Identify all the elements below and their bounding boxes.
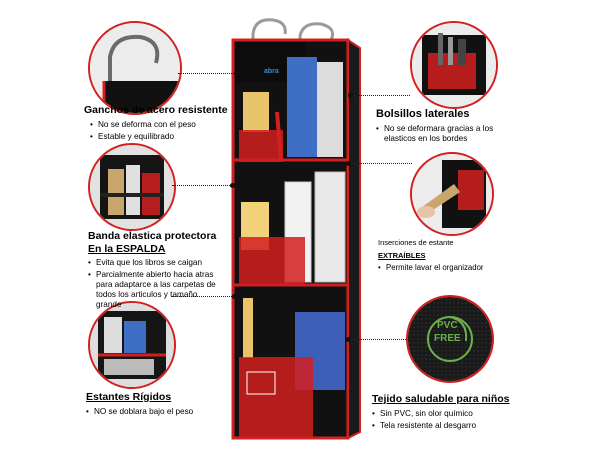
hooks-connector bbox=[178, 73, 236, 74]
pockets-bullets: No se deformara gracias a los elasticos … bbox=[376, 124, 496, 146]
shelves-connector-end bbox=[232, 294, 237, 299]
band-title-line2: En la ESPALDA bbox=[88, 243, 166, 255]
organizer-illustration bbox=[231, 18, 361, 440]
band-bullets: Evita que los libros se caigan Parcialme… bbox=[88, 258, 220, 312]
fabric-title: Tejido saludable para niños bbox=[372, 393, 510, 405]
inserts-line2: EXTRAÍBLES bbox=[378, 251, 426, 260]
band-connector bbox=[172, 185, 232, 186]
pockets-bullet: No se deformara gracias a los elasticos … bbox=[376, 124, 496, 144]
inserts-connector-end bbox=[346, 161, 351, 166]
pockets-connector-end bbox=[348, 93, 353, 98]
brand-logo: abra bbox=[264, 68, 279, 75]
shelves-title: Estantes Rígidos bbox=[86, 391, 172, 403]
pvc-badge-line2: FREE bbox=[434, 333, 461, 344]
fabric-bullets: Sin PVC, sin olor químico Tela resistent… bbox=[372, 409, 522, 433]
hooks-bullet: Estable y equilibrado bbox=[90, 132, 230, 142]
inserts-connector bbox=[348, 163, 412, 164]
shelves-bullet: NO se doblara bajo el peso bbox=[86, 407, 226, 417]
fabric-connector-end bbox=[346, 337, 351, 342]
fabric-detail-image bbox=[406, 295, 494, 383]
hooks-title: Ganchos de acero resistente bbox=[84, 104, 228, 116]
pockets-connector bbox=[350, 95, 410, 96]
band-bullet: Parcialmente abierto hacia atras para ad… bbox=[88, 270, 220, 310]
band-title-line1: Banda elastica protectora bbox=[88, 230, 217, 242]
inserts-bullets: Permite lavar el organizador bbox=[378, 263, 518, 275]
inserts-detail-image bbox=[410, 152, 494, 236]
pockets-title: Bolsillos laterales bbox=[376, 108, 470, 120]
band-connector-end bbox=[230, 183, 235, 188]
band-bullet: Evita que los libros se caigan bbox=[88, 258, 220, 268]
hooks-connector-end bbox=[234, 71, 239, 76]
pockets-detail-image bbox=[410, 21, 498, 109]
fabric-bullet: Tela resistente al desgarro bbox=[372, 421, 522, 431]
inserts-bullet: Permite lavar el organizador bbox=[378, 263, 518, 273]
fabric-connector bbox=[348, 339, 406, 340]
hooks-bullet: No se deforma con el peso bbox=[90, 120, 230, 130]
inserts-line1: Inserciones de estante bbox=[378, 238, 454, 247]
pvc-badge-line1: PVC bbox=[437, 320, 458, 331]
hooks-bullets: No se deforma con el peso Estable y equi… bbox=[90, 120, 230, 144]
band-detail-image bbox=[88, 143, 176, 231]
shelves-bullets: NO se doblara bajo el peso bbox=[86, 407, 226, 419]
shelves-detail-image bbox=[88, 301, 176, 389]
hooks-detail-image bbox=[88, 21, 182, 115]
fabric-bullet: Sin PVC, sin olor químico bbox=[372, 409, 522, 419]
